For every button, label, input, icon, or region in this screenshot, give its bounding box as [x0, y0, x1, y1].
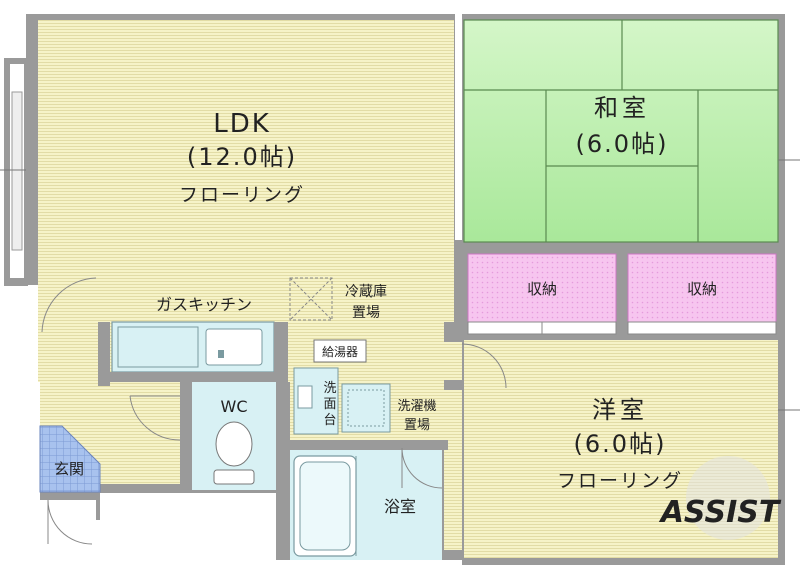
ldk-name: LDK [213, 109, 271, 139]
fridge-label-1: 冷蔵庫 [345, 283, 387, 300]
interior-walls [98, 322, 462, 560]
washitsu-size: (6.0帖) [576, 130, 669, 158]
washitsu-name: 和室 [594, 94, 650, 122]
washer-label-1: 洗濯機 [397, 399, 436, 414]
watermark-text: ASSIST [659, 495, 782, 530]
fridge-space [289, 277, 333, 321]
storage-left-label: 収納 [527, 280, 557, 298]
yoshitsu-floor: フローリング [557, 470, 683, 492]
washitsu-room [463, 19, 800, 243]
assist-watermark: ASSIST [659, 456, 782, 540]
wc-room [129, 382, 276, 490]
washroom [290, 334, 444, 440]
genkan [39, 425, 101, 545]
bath-label: 浴室 [384, 497, 416, 516]
fridge-label-2: 置場 [352, 305, 380, 321]
bay-window [0, 58, 28, 286]
storage-right-label: 収納 [687, 280, 717, 298]
ldk-floor: フローリング [179, 184, 305, 206]
door-swings [41, 277, 507, 489]
washstand-label-1: 洗 [323, 381, 336, 396]
yoshitsu-size: (6.0帖) [574, 430, 667, 458]
washstand-label-3: 台 [323, 413, 336, 428]
water-heater-label: 給湯器 [322, 345, 358, 359]
labels: LDK (12.0帖) フローリング 和室 (6.0帖) 収納 収納 洋室 (6… [54, 94, 717, 516]
washstand-label-2: 面 [323, 397, 336, 412]
kitchen-counter [111, 321, 275, 373]
genkan-label: 玄関 [54, 460, 84, 478]
gas-kitchen-label: ガスキッチン [156, 295, 252, 314]
yoshitsu-name: 洋室 [592, 396, 648, 424]
storage-closets [464, 244, 778, 336]
washer-label-2: 置場 [404, 418, 430, 433]
ldk-size: (12.0帖) [187, 143, 297, 171]
bath-room [290, 450, 442, 560]
wc-label: WC [221, 397, 248, 416]
